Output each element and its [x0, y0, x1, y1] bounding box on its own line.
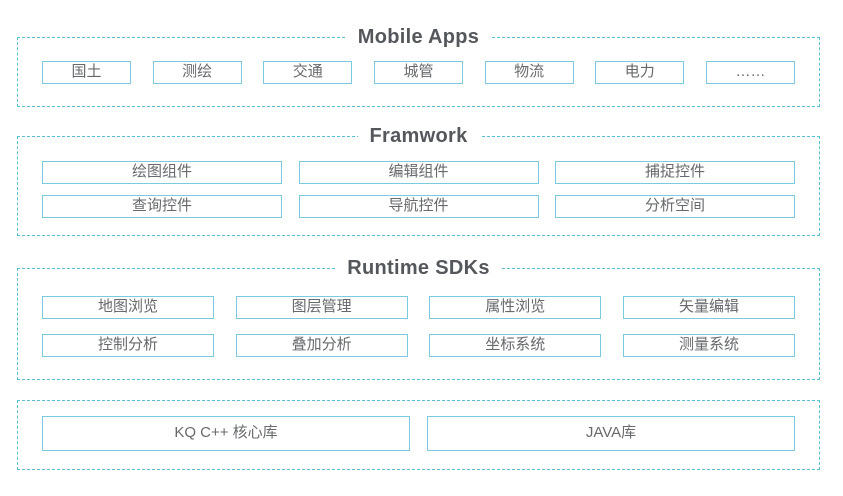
diagram-box: 编辑组件 — [298, 161, 539, 184]
diagram-box: 地图浏览 — [42, 296, 214, 319]
section-mobile-apps: Mobile Apps 国土 测绘 交通 城管 物流 电力 …… — [17, 24, 820, 107]
diagram-box: 国土 — [42, 61, 131, 84]
diagram-box: 坐标系统 — [429, 334, 602, 357]
box-row: 查询控件 导航控件 分析空间 — [42, 195, 795, 218]
diagram-box: 测量系统 — [622, 334, 795, 357]
box-row: 控制分析 叠加分析 坐标系统 测量系统 — [42, 334, 795, 357]
diagram-box-ellipsis: …… — [705, 61, 795, 84]
section-runtime-sdks: Runtime SDKs 地图浏览 图层管理 属性浏览 矢量编辑 控制分析 叠加… — [17, 255, 820, 380]
diagram-box: 分析空间 — [555, 195, 795, 218]
diagram-box: 属性浏览 — [429, 296, 602, 319]
diagram-box: 绘图组件 — [42, 161, 282, 184]
diagram-box: 图层管理 — [235, 296, 408, 319]
box-row: KQ C++ 核心库 JAVA库 — [42, 416, 795, 451]
diagram-box: 捕捉控件 — [555, 161, 795, 184]
box-row: 地图浏览 图层管理 属性浏览 矢量编辑 — [42, 296, 795, 319]
diagram-box: 查询控件 — [42, 195, 282, 218]
box-row: 国土 测绘 交通 城管 物流 电力 …… — [42, 61, 795, 84]
diagram-box: 矢量编辑 — [622, 296, 795, 319]
diagram-box: 叠加分析 — [235, 334, 408, 357]
section-framwork: Framwork 绘图组件 编辑组件 捕捉控件 查询控件 导航控件 分析空间 — [17, 123, 820, 236]
diagram-box-core-lib: KQ C++ 核心库 — [42, 416, 410, 451]
box-row: 绘图组件 编辑组件 捕捉控件 — [42, 161, 795, 184]
diagram-box: 控制分析 — [42, 334, 214, 357]
diagram-box: 测绘 — [152, 61, 242, 84]
section-title: Runtime SDKs — [335, 255, 502, 282]
diagram-box: 城管 — [373, 61, 463, 84]
diagram-box-core-lib: JAVA库 — [427, 416, 795, 451]
section-title: Framwork — [357, 123, 480, 150]
diagram-box: 物流 — [484, 61, 574, 84]
diagram-box: 交通 — [263, 61, 353, 84]
section-core-libraries: KQ C++ 核心库 JAVA库 — [17, 400, 820, 470]
diagram-box: 导航控件 — [298, 195, 539, 218]
diagram-box: 电力 — [595, 61, 685, 84]
section-title: Mobile Apps — [345, 24, 492, 51]
